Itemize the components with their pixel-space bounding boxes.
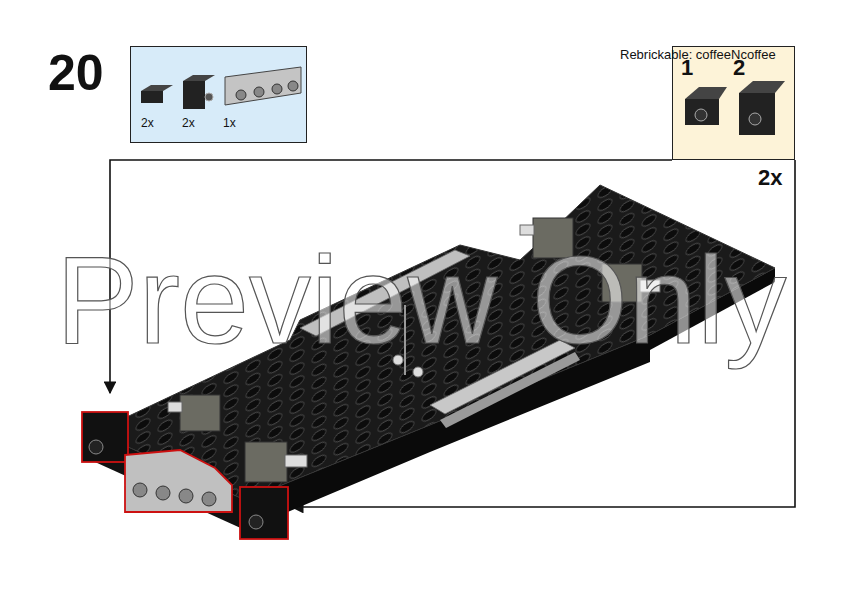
chassis	[95, 185, 775, 530]
watermark: Preview Only	[56, 229, 786, 371]
part-quantity: 2x	[182, 116, 195, 130]
part-quantity: 1x	[223, 116, 236, 130]
designer-credit: Rebrickable: coffeeNcoffee	[620, 47, 776, 62]
part-quantity: 2x	[141, 116, 154, 130]
submodel-multiplier: 2x	[758, 165, 782, 191]
part-image	[131, 47, 308, 144]
parts-list-box: 2x 2x 1x	[130, 46, 307, 143]
submodel-box: 12	[672, 46, 795, 160]
new-parts	[82, 412, 288, 539]
step-number: 20	[48, 44, 104, 102]
